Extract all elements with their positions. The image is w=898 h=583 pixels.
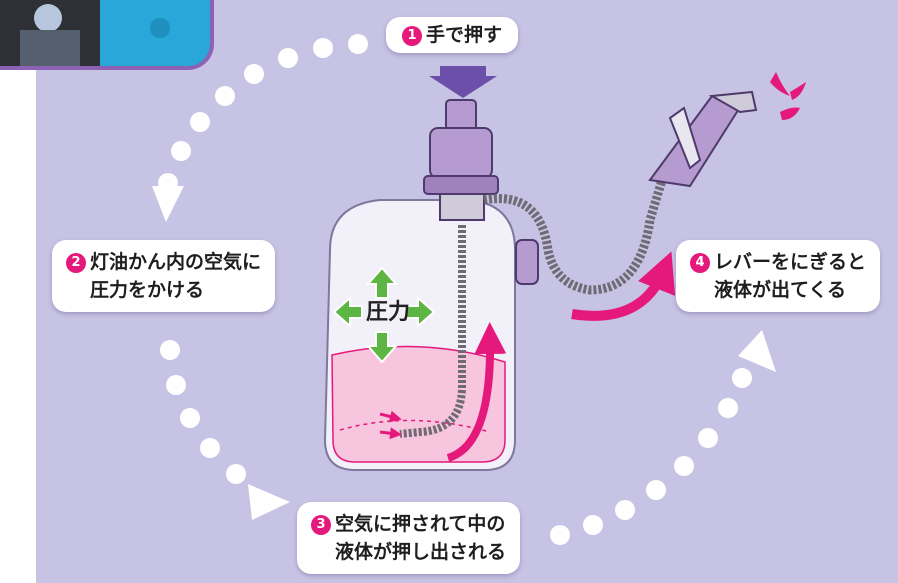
spray-drops [770, 72, 806, 120]
step-4-text-line-1: レバーをにぎると [714, 251, 867, 273]
step-2-text-line-2: 圧力をかける [90, 279, 205, 301]
hose [483, 178, 667, 295]
photo-inset-image [0, 0, 210, 66]
step-1-badge: 1 [402, 26, 422, 46]
step-3-text-line-2: 液体が押し出される [335, 541, 507, 563]
inflow-arrows [379, 410, 402, 440]
pressure-label: 圧力 [366, 300, 411, 325]
step-3-badge: 3 [311, 515, 331, 535]
step-4-text-line-2: 液体が出てくる [714, 279, 847, 301]
step-3-text-line-1: 空気に押されて中の [335, 513, 506, 535]
nozzle-gun [648, 90, 758, 188]
pressure-arrows [332, 266, 436, 364]
photo-inset [0, 0, 214, 70]
suction-tube [399, 225, 466, 438]
step-2-text-line-1: 灯油かん内の空気に [90, 251, 262, 273]
liquid [331, 345, 506, 463]
step-1-text: 手で押す [426, 24, 503, 46]
liquid-rise-arrow [446, 322, 507, 462]
push-arrow [429, 66, 497, 98]
valve [515, 239, 539, 285]
spray-flow-arrow [571, 251, 676, 321]
step-2-badge: 2 [66, 253, 86, 273]
pump [423, 99, 499, 221]
cycle-dots [158, 34, 752, 545]
cycle-arrowheads [152, 186, 776, 520]
step-4-badge: 4 [690, 253, 710, 273]
